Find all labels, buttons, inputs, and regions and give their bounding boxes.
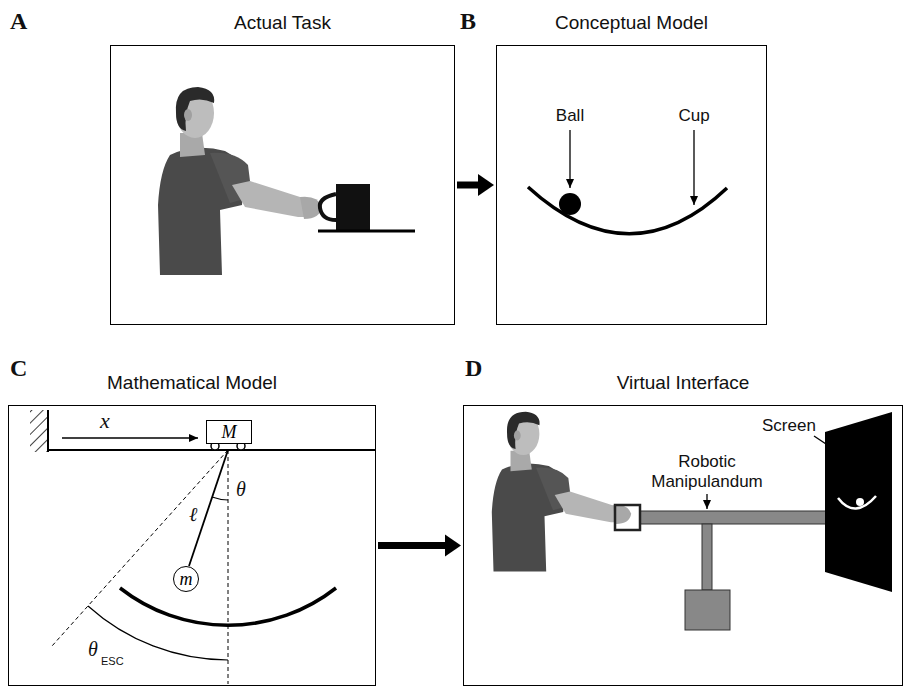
cart-box: M — [206, 420, 252, 444]
person-figure — [158, 87, 322, 275]
ball — [559, 193, 581, 215]
mass-label: m — [180, 569, 193, 590]
panel-box: Virtual Interface — [463, 405, 903, 686]
part-label: ESC — [101, 655, 124, 667]
mug — [336, 184, 370, 230]
part-label: Cup — [678, 106, 709, 126]
part-label: Robotic Manipulandum — [647, 452, 767, 491]
symbol-label: θ — [236, 478, 246, 501]
rod — [189, 450, 228, 566]
symbol-label: θ — [88, 638, 98, 661]
symbol-label: x — [100, 408, 110, 434]
panel-box: Conceptual Model — [496, 45, 767, 325]
panel-box: Mathematical ModelMm — [8, 405, 376, 686]
panel-title: Actual Task — [111, 12, 454, 34]
block-arrow — [378, 535, 461, 557]
panel-title: Conceptual Model — [497, 12, 766, 34]
part-label: Ball — [556, 106, 584, 126]
screen — [825, 412, 892, 592]
panel-title: Mathematical Model — [9, 372, 375, 394]
cup-arc — [120, 588, 336, 625]
panel-box: Actual Task — [110, 45, 455, 325]
panel-title: Virtual Interface — [464, 372, 902, 394]
block-arrow — [457, 174, 494, 196]
panel-letter: D — [465, 355, 482, 382]
symbol-label: ℓ — [189, 503, 197, 526]
wall-hatch — [30, 410, 48, 452]
cup-arc — [528, 187, 727, 234]
mass-label: M — [222, 422, 237, 443]
panel-letter: C — [10, 355, 27, 382]
mass-circle: m — [173, 566, 199, 592]
part-label: Screen — [762, 416, 816, 436]
table — [318, 230, 415, 233]
panel-letter: A — [10, 8, 27, 35]
panel-letter: B — [460, 8, 476, 35]
manipulandum-bar — [640, 511, 840, 524]
handle — [615, 505, 640, 530]
person-figure — [492, 412, 631, 572]
